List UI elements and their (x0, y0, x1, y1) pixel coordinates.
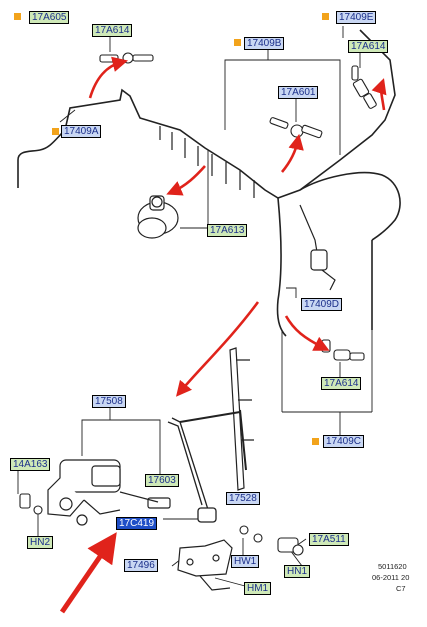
wiper-motor (47, 459, 171, 526)
red-pointer-arrows (59, 56, 387, 614)
label-17409A: 17409A (61, 125, 102, 138)
hose-clips (159, 126, 255, 198)
marker-17409A (52, 128, 59, 135)
footer-rev: C7 (396, 584, 406, 593)
label-17A614-right: 17A614 (348, 40, 389, 53)
nozzle-right-top (351, 65, 377, 109)
label-17603: 17603 (145, 474, 179, 487)
wiper-arm-small (299, 204, 336, 291)
bolt-14A163 (19, 493, 43, 515)
fasteners-right (239, 525, 304, 556)
label-17528: 17528 (226, 492, 260, 505)
bracket-17496 (177, 539, 233, 591)
label-HN1: HN1 (284, 565, 311, 578)
label-HN2: HN2 (27, 536, 54, 549)
label-17409B: 17409B (244, 37, 285, 50)
marker-17409B (234, 39, 241, 46)
nozzle-top (99, 52, 154, 64)
marker-17A605 (14, 13, 21, 20)
footer-date: 06-2011 20 (372, 573, 410, 582)
nozzle-mid-right (321, 339, 365, 361)
label-HM1: HM1 (244, 582, 272, 595)
marker-17409C (312, 438, 319, 445)
washer-hose-main (17, 29, 401, 337)
label-17508: 17508 (92, 395, 126, 408)
label-17409E: 17409E (336, 11, 377, 24)
label-17409D: 17409D (301, 298, 343, 311)
callout-lines (17, 26, 373, 587)
label-17A511: 17A511 (309, 533, 349, 546)
label-17A613: 17A613 (207, 224, 248, 237)
label-17A601: 17A601 (278, 86, 319, 99)
wiper-arm (167, 411, 241, 523)
label-17A614-mid: 17A614 (321, 377, 362, 390)
label-17409C: 17409C (323, 435, 365, 448)
label-17A605: 17A605 (29, 11, 70, 24)
label-HW1: HW1 (231, 555, 260, 568)
label-17496: 17496 (124, 559, 158, 572)
footer-code: 5011620 (378, 562, 407, 571)
washer-jet-17A613 (137, 195, 179, 239)
label-17C419: 17C419 (116, 517, 158, 530)
marker-17409E (322, 13, 329, 20)
label-17A614-top: 17A614 (92, 24, 133, 37)
wiper-blade (229, 347, 254, 491)
label-14A163: 14A163 (10, 458, 51, 471)
